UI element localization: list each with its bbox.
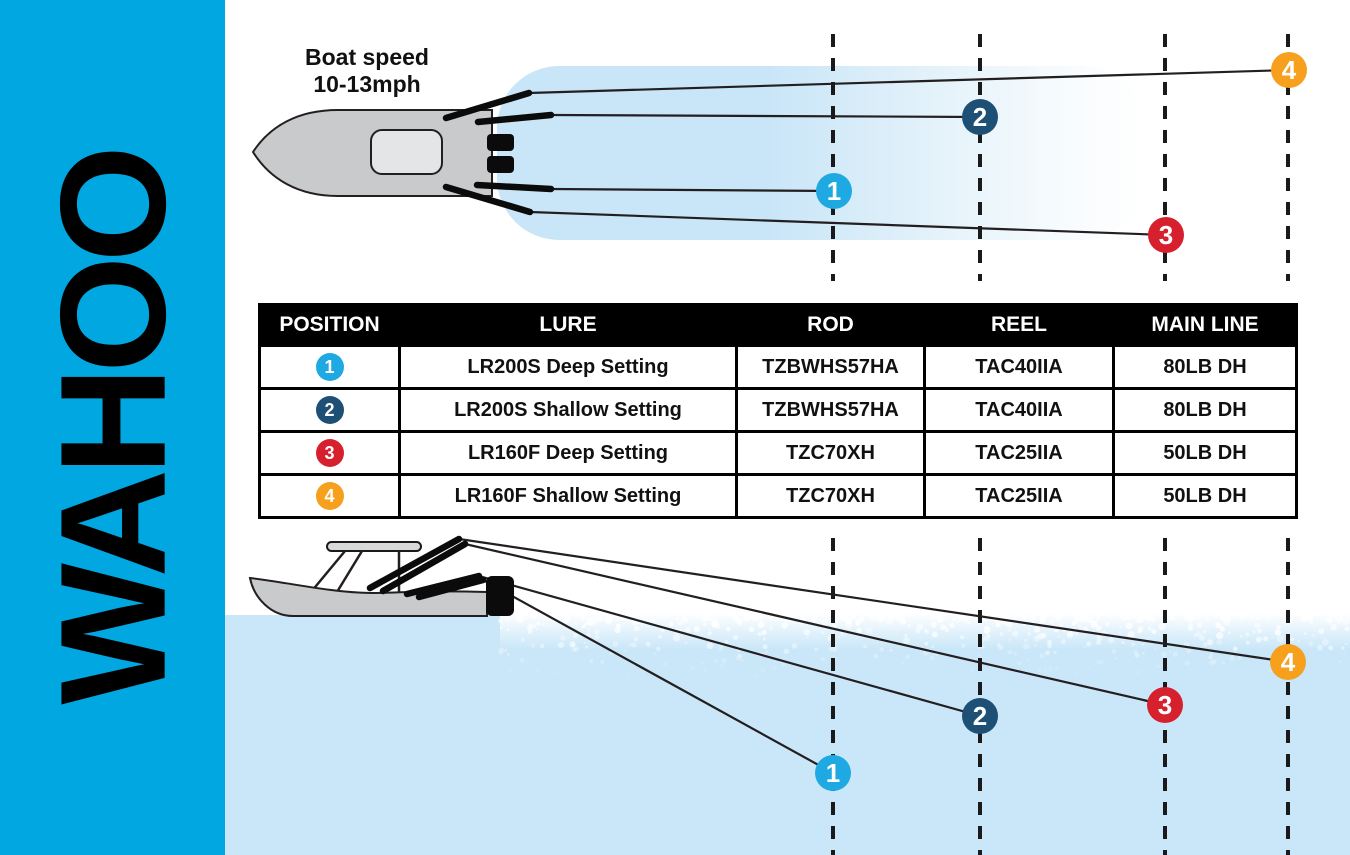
water (225, 615, 1350, 855)
position-marker-3: 3 (1148, 217, 1184, 253)
main-line-cell: 80LB DH (1112, 387, 1298, 433)
main-line-cell: 80LB DH (1112, 344, 1298, 390)
lure-cell: LR160F Deep Setting (398, 430, 738, 476)
position-cell: 2 (258, 387, 401, 433)
column-header: ROD (735, 303, 926, 347)
position-badge: 2 (315, 396, 344, 424)
column-header: REEL (923, 303, 1115, 347)
position-marker-2: 2 (962, 698, 998, 734)
rod-starboard-outer (442, 183, 534, 216)
reel-cell: TAC40IIA (923, 387, 1115, 433)
fishing-line-3 (464, 542, 1166, 707)
rod-starboard-inner (473, 181, 555, 193)
console (370, 129, 443, 175)
sidebar: WAHOO (0, 0, 225, 855)
position-marker-4: 4 (1270, 644, 1306, 680)
position-marker-1: 1 (816, 173, 852, 209)
rod-port-inner (474, 111, 555, 126)
top-view-diagram: 1 2 3 4 (251, 34, 1307, 281)
main-line-cell: 50LB DH (1112, 473, 1298, 519)
position-marker-3: 3 (1147, 687, 1183, 723)
fishing-line-1 (550, 187, 835, 193)
position-markers-top: 1 2 3 4 (816, 52, 1307, 253)
svg-text:4: 4 (1281, 647, 1296, 677)
rod-long-1 (366, 535, 463, 592)
svg-text:2: 2 (973, 701, 987, 731)
reel-cell: TAC25IIA (923, 473, 1115, 519)
position-marker-4: 4 (1271, 52, 1307, 88)
rod-long-2 (379, 540, 469, 595)
position-badge: 4 (315, 482, 344, 510)
fishing-line-1 (482, 579, 834, 774)
boat-top-view (251, 89, 555, 216)
svg-text:3: 3 (1159, 220, 1173, 250)
reel-cell: TAC40IIA (923, 344, 1115, 390)
range-dash-lines-top (831, 34, 1290, 281)
position-markers-side: 1 2 3 4 (815, 644, 1306, 791)
t-top-strut (310, 550, 346, 593)
rod-short-2 (415, 576, 487, 601)
range-dash-lines-side (831, 538, 1290, 855)
side-view-diagram: 1 2 3 4 (225, 535, 1350, 855)
fishing-line-2 (550, 113, 981, 119)
rod-port-outer (442, 89, 533, 122)
t-top (326, 541, 422, 552)
lure-cell: LR200S Shallow Setting (398, 387, 738, 433)
engine-port (487, 134, 514, 151)
rod-cell: TZBWHS57HA (735, 387, 926, 433)
boat-speed-label: Boat speed 10-13mph (292, 44, 442, 98)
fishing-line-4 (458, 537, 1289, 664)
t-top-strut (335, 550, 364, 593)
reel-cell: TAC25IIA (923, 430, 1115, 476)
rod-cell: TZC70XH (735, 473, 926, 519)
outboard-motor (486, 576, 514, 616)
lure-cell: LR160F Shallow Setting (398, 473, 738, 519)
position-cell: 1 (258, 344, 401, 390)
rod-cell: TZC70XH (735, 430, 926, 476)
position-marker-2: 2 (962, 99, 998, 135)
fishing-line-4 (528, 68, 1290, 95)
engine-starboard (487, 156, 514, 173)
rod-short-1 (403, 572, 483, 598)
position-badge: 3 (315, 439, 344, 467)
fishing-lines-top (528, 68, 1290, 237)
rod-cell: TZBWHS57HA (735, 344, 926, 390)
boat-speed-text: Boat speed (305, 44, 429, 70)
lure-cell: LR200S Deep Setting (398, 344, 738, 390)
fishing-line-2 (478, 574, 981, 718)
column-header: MAIN LINE (1112, 303, 1298, 347)
svg-text:3: 3 (1158, 690, 1172, 720)
fishing-lines-side (458, 537, 1289, 774)
svg-text:1: 1 (827, 176, 841, 206)
main-line-cell: 50LB DH (1112, 430, 1298, 476)
boat-speed-value: 10-13mph (313, 71, 421, 97)
position-cell: 3 (258, 430, 401, 476)
svg-text:2: 2 (973, 102, 987, 132)
svg-text:4: 4 (1282, 55, 1297, 85)
column-header: POSITION (258, 303, 401, 347)
svg-text:1: 1 (826, 758, 840, 788)
boat-side-view (248, 535, 514, 617)
fishing-line-3 (529, 210, 1167, 237)
foam-spray (498, 612, 1350, 681)
position-cell: 4 (258, 473, 401, 519)
position-badge: 1 (315, 353, 344, 381)
column-header: LURE (398, 303, 738, 347)
position-marker-1: 1 (815, 755, 851, 791)
